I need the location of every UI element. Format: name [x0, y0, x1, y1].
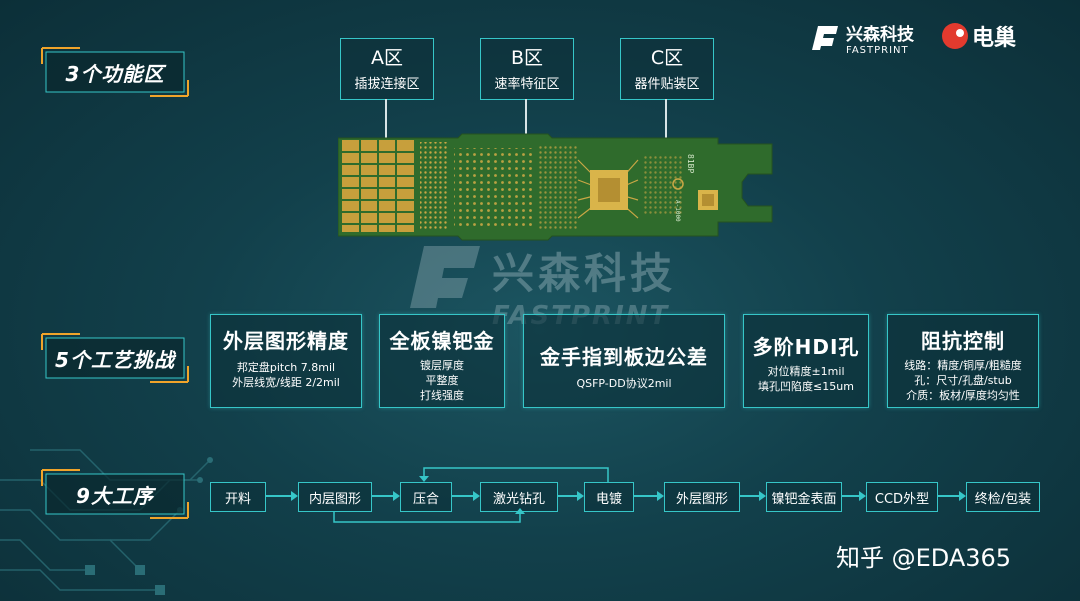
fastprint-logo: 兴森科技 FASTPRINT	[808, 20, 914, 56]
zone-a-name: A区	[371, 46, 403, 69]
tag-frame	[41, 469, 189, 519]
brand-name-en: FASTPRINT	[846, 45, 909, 56]
challenge-box-hdi: 多阶HDI孔 对位精度±1mil 填孔凹陷度≤15um	[743, 314, 869, 408]
process-step-8: CCD外型	[866, 482, 938, 512]
section-tag-zones: 3个功能区	[40, 44, 190, 100]
challenge-detail: 线路：精度/铜厚/粗糙度	[904, 359, 1022, 372]
process-step-4: 激光钻孔	[480, 482, 558, 512]
zone-b-leader	[525, 99, 527, 167]
process-loop-connectors	[333, 467, 609, 523]
challenge-detail: 打线强度	[420, 389, 464, 402]
watermark-cn: 兴森科技	[492, 249, 677, 298]
zone-c-desc: 器件贴装区	[634, 76, 700, 92]
challenge-detail: 介质：板材/厚度均匀性	[906, 389, 1020, 402]
process-arrow	[938, 491, 966, 501]
challenge-title: 多阶HDI孔	[752, 335, 860, 359]
process-step-6: 外层图形	[664, 482, 740, 512]
zone-a-box: A区 插拔连接区	[340, 38, 434, 100]
partner-name: 电巢	[972, 26, 1017, 51]
challenge-box-impedance: 阻抗控制 线路：精度/铜厚/粗糙度 孔：尺寸/孔盘/stub 介质：板材/厚度均…	[887, 314, 1039, 408]
challenge-box-gold-finger: 金手指到板边公差 QSFP-DD协议2mil	[523, 314, 725, 408]
challenge-box-outer-layer: 外层图形精度 邦定盘pitch 7.8mil 外层线宽/线距 2/2mil	[210, 314, 362, 408]
section-label-challenges: 5个工艺挑战	[55, 347, 175, 372]
credit-text: 知乎 @EDA365	[836, 544, 1012, 572]
process-arrow	[452, 491, 480, 501]
process-step-9: 终检/包装	[966, 482, 1040, 512]
process-step-2: 内层图形	[298, 482, 372, 512]
process-arrow	[634, 491, 664, 501]
section-label-process: 9大工序	[76, 483, 154, 508]
challenge-detail: 孔：尺寸/孔盘/stub	[914, 374, 1012, 387]
process-step-7: 镍钯金表面	[766, 482, 842, 512]
section-label-zones: 3个功能区	[65, 61, 165, 86]
section-tag-challenges: 5个工艺挑战	[40, 330, 190, 386]
partner-logo-mark	[942, 23, 968, 49]
zone-c-box: C区 器件贴装区	[620, 38, 714, 100]
challenge-title: 全板镍钯金	[389, 329, 495, 353]
pcb-board: 81BP A-1000	[338, 133, 773, 241]
brand-name-cn: 兴森科技	[846, 25, 914, 45]
process-arrow	[372, 491, 400, 501]
zone-b-desc: 速率特征区	[494, 76, 560, 92]
process-step-3: 压合	[400, 482, 452, 512]
challenge-detail: 镀层厚度	[420, 359, 464, 372]
zone-b-box: B区 速率特征区	[480, 38, 574, 100]
process-step-1: 开料	[210, 482, 266, 512]
board-mark-2: A-1000	[674, 200, 681, 222]
challenge-title: 阻抗控制	[921, 329, 1005, 353]
challenge-detail: 对位精度±1mil	[767, 365, 845, 378]
process-arrow	[842, 491, 866, 501]
process-arrow	[740, 491, 766, 501]
zone-a-leader	[385, 99, 387, 159]
zone-b-name: B区	[510, 46, 544, 69]
zone-c-name: C区	[650, 46, 684, 69]
process-arrow	[266, 491, 298, 501]
fastprint-logo-mark	[812, 26, 838, 50]
zone-a-desc: 插拔连接区	[354, 76, 420, 92]
partner-logo: 电巢	[940, 20, 1016, 52]
challenge-detail: 外层线宽/线距 2/2mil	[232, 376, 340, 389]
challenge-title: 金手指到板边公差	[540, 345, 708, 369]
challenge-detail: 填孔凹陷度≤15um	[758, 380, 854, 393]
challenge-detail: 邦定盘pitch 7.8mil	[236, 361, 336, 374]
board-mark-1: 81BP	[686, 154, 695, 173]
challenge-box-enepig: 全板镍钯金 镀层厚度 平整度 打线强度	[379, 314, 505, 408]
process-step-5: 电镀	[584, 482, 634, 512]
tag-frame	[41, 47, 189, 97]
watermark-logo-mark	[410, 246, 480, 308]
challenge-detail: QSFP-DD协议2mil	[576, 377, 672, 390]
challenge-detail: 平整度	[425, 374, 459, 387]
tag-frame	[41, 333, 189, 383]
challenge-title: 外层图形精度	[223, 329, 349, 353]
section-tag-process: 9大工序	[40, 466, 190, 522]
process-arrow	[558, 491, 584, 501]
